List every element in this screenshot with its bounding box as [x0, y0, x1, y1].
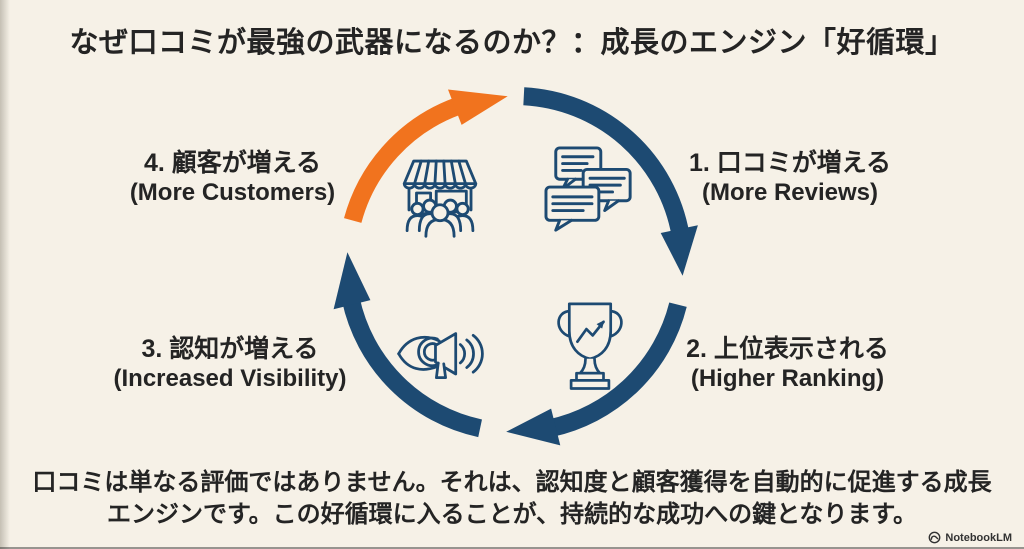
step-label-1-more-reviews: 1. 口コミが増える (More Reviews) [650, 149, 930, 207]
step-2-japanese-text: 2. 上位表示される [686, 335, 889, 363]
cycle-arrow-blue-segment-1 [523, 87, 698, 276]
step-label-3-increased-visibility: 3. 認知が増える (Increased Visibility) [85, 335, 375, 393]
summary-line-2: エンジンです。この好循環に入ることが、持続的な成功への鍵となります。 [107, 501, 917, 528]
notebooklm-logo-icon [928, 531, 941, 544]
notebooklm-label: NotebookLM [945, 531, 1012, 544]
step-2-english-text: (Higher Ranking) [690, 365, 885, 392]
step-1-japanese-text: 1. 口コミが増える [688, 149, 892, 177]
page-title: なぜ口コミが最強の武器になるのか？：成長のエンジン「好循環」 [69, 27, 955, 59]
step-label-2-higher-ranking: 2. 上位表示される (Higher Ranking) [645, 335, 930, 393]
cycle-arrow-orange-segment [344, 89, 508, 223]
step-3-japanese-text: 3. 認知が増える [141, 335, 319, 363]
step-4-japanese-text: 4. 顧客が増える [143, 149, 322, 177]
chat-bubbles-icon [544, 146, 632, 232]
cycle-arrow-blue-segment-3 [333, 252, 483, 438]
summary-line-1: 口コミは単なる評価ではありません。それは、認知度と顧客獲得を自動的に促進する成長 [32, 469, 992, 496]
storefront-icon [402, 159, 478, 238]
notebooklm-watermark: NotebookLM [928, 531, 1012, 544]
summary-text: 口コミは単なる評価ではありません。それは、認知度と顧客獲得を自動的に促進する成長… [0, 467, 1024, 531]
step-1-english-text: (More Reviews) [701, 179, 879, 206]
megaphone-eye-icon [397, 332, 484, 380]
trophy-icon [557, 302, 623, 390]
step-3-english-text: (Increased Visibility) [113, 365, 347, 392]
cycle-arrow-blue-segment-2 [506, 302, 687, 446]
step-label-4-more-customers: 4. 顧客が増える (More Customers) [90, 149, 375, 207]
step-4-english-text: (More Customers) [129, 179, 336, 206]
